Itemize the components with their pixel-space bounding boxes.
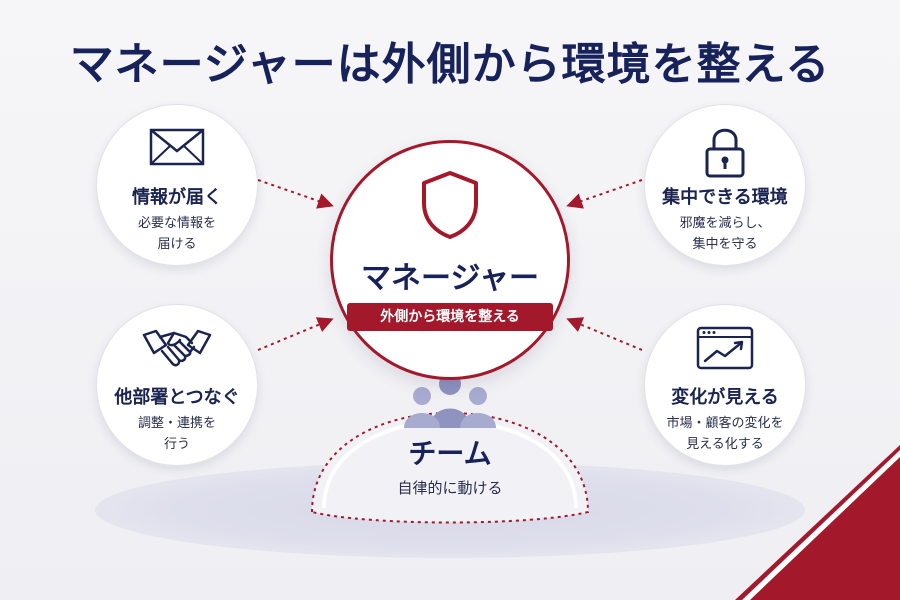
lock-icon xyxy=(705,128,745,178)
page-title: マネージャーは外側から環境を整える xyxy=(69,39,831,90)
manager-badge: 外側から環境を整える xyxy=(347,303,553,331)
node-info-heading: 情報が届く xyxy=(132,187,222,208)
node-connect-desc: 調整・連携を 行う xyxy=(97,413,257,455)
node-info-desc: 必要な情報を 届ける xyxy=(97,213,257,255)
arrow-info xyxy=(257,179,334,209)
node-focus-desc: 邪魔を減らし、 集中を守る xyxy=(645,213,805,255)
arrow-focus xyxy=(566,179,643,209)
node-connect-heading: 他部署とつなぐ xyxy=(114,387,240,408)
shield-icon xyxy=(422,171,478,239)
node-visible-desc: 市場・顧客の変化を 見える化する xyxy=(645,413,805,455)
team-heading: チーム xyxy=(408,437,492,470)
handshake-icon xyxy=(142,329,212,367)
node-focus: 集中できる環境 邪魔を減らし、 集中を守る xyxy=(644,104,806,266)
manager-circle: マネージャー 外側から環境を整える xyxy=(330,140,570,380)
node-connect: 他部署とつなぐ 調整・連携を 行う xyxy=(96,304,258,466)
node-focus-line-2: 集中を守る xyxy=(692,237,758,252)
node-visible-line-1: 市場・顧客の変化を xyxy=(666,416,784,431)
node-visible-heading: 変化が見える xyxy=(671,387,779,408)
node-connect-line-1: 調整・連携を xyxy=(137,416,216,431)
node-info-line-2: 届ける xyxy=(157,237,197,252)
corner-accent-inner xyxy=(750,457,900,600)
team-dome xyxy=(300,340,600,534)
arrow-connect xyxy=(257,317,334,351)
node-info: 情報が届く 必要な情報を 届ける xyxy=(96,104,258,266)
node-visible-line-2: 見える化する xyxy=(686,437,764,452)
people-icon xyxy=(404,373,496,428)
node-visible: 変化が見える 市場・顧客の変化を 見える化する xyxy=(644,304,806,466)
manager-heading: マネージャー xyxy=(361,261,539,296)
envelope-icon xyxy=(149,128,205,166)
node-focus-line-1: 邪魔を減らし、 xyxy=(679,216,771,231)
node-focus-heading: 集中できる環境 xyxy=(662,187,788,208)
node-info-line-1: 必要な情報を xyxy=(137,216,216,231)
chart-window-icon xyxy=(696,326,754,370)
arrow-visible xyxy=(566,317,643,351)
node-connect-line-2: 行う xyxy=(163,437,190,452)
team-subtitle: 自律的に動ける xyxy=(397,479,503,497)
